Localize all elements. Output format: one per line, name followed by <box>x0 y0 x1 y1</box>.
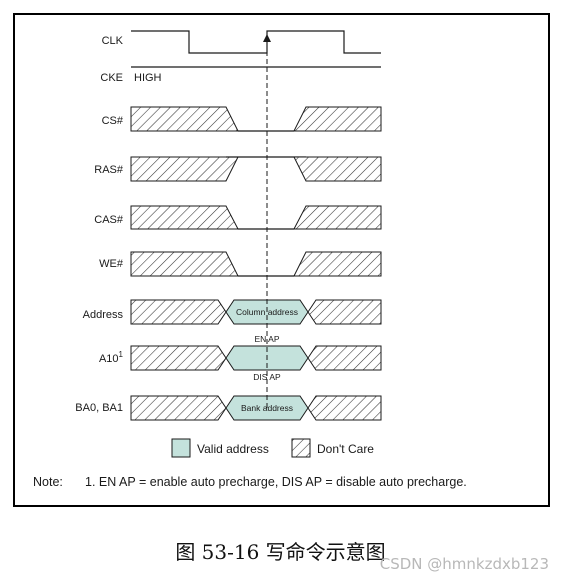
diagram-frame <box>13 13 550 507</box>
we-label: WE# <box>99 258 124 270</box>
cke-label: CKE <box>100 72 123 84</box>
a10-waveform: EN AP DIS AP <box>130 334 382 382</box>
we-waveform <box>130 251 382 277</box>
ba-label: BA0, BA1 <box>75 402 123 414</box>
clk-label: CLK <box>102 35 124 47</box>
cs-waveform <box>130 106 382 132</box>
note-label: Note: <box>33 475 63 489</box>
note-text: 1. EN AP = enable auto precharge, DIS AP… <box>85 475 467 489</box>
cas-waveform <box>130 205 382 230</box>
address-label: Address <box>83 309 124 321</box>
legend-dontcare-swatch <box>291 438 311 458</box>
legend-valid-label: Valid address <box>197 442 269 456</box>
cas-label: CAS# <box>94 214 124 226</box>
timing-diagram: CLK CKE HIGH CS# RAS# CAS# WE# Address A… <box>33 30 467 489</box>
clk-waveform <box>131 30 381 54</box>
legend: Valid address Don't Care <box>171 438 374 458</box>
legend-valid-swatch <box>171 438 191 458</box>
figure-caption: 图 53-16 写命令示意图 <box>175 540 386 564</box>
dis-ap-text: DIS AP <box>253 372 281 382</box>
address-waveform: Column address <box>130 299 382 325</box>
ras-label: RAS# <box>94 164 124 176</box>
ba-waveform: Bank address <box>130 395 382 421</box>
cke-value: HIGH <box>134 72 162 84</box>
legend-dontcare-label: Don't Care <box>317 442 374 456</box>
cs-label: CS# <box>102 115 124 127</box>
watermark: CSDN @hmnkzdxb123 <box>379 555 549 573</box>
ras-waveform <box>130 156 382 182</box>
a10-label: A101 <box>99 350 124 365</box>
